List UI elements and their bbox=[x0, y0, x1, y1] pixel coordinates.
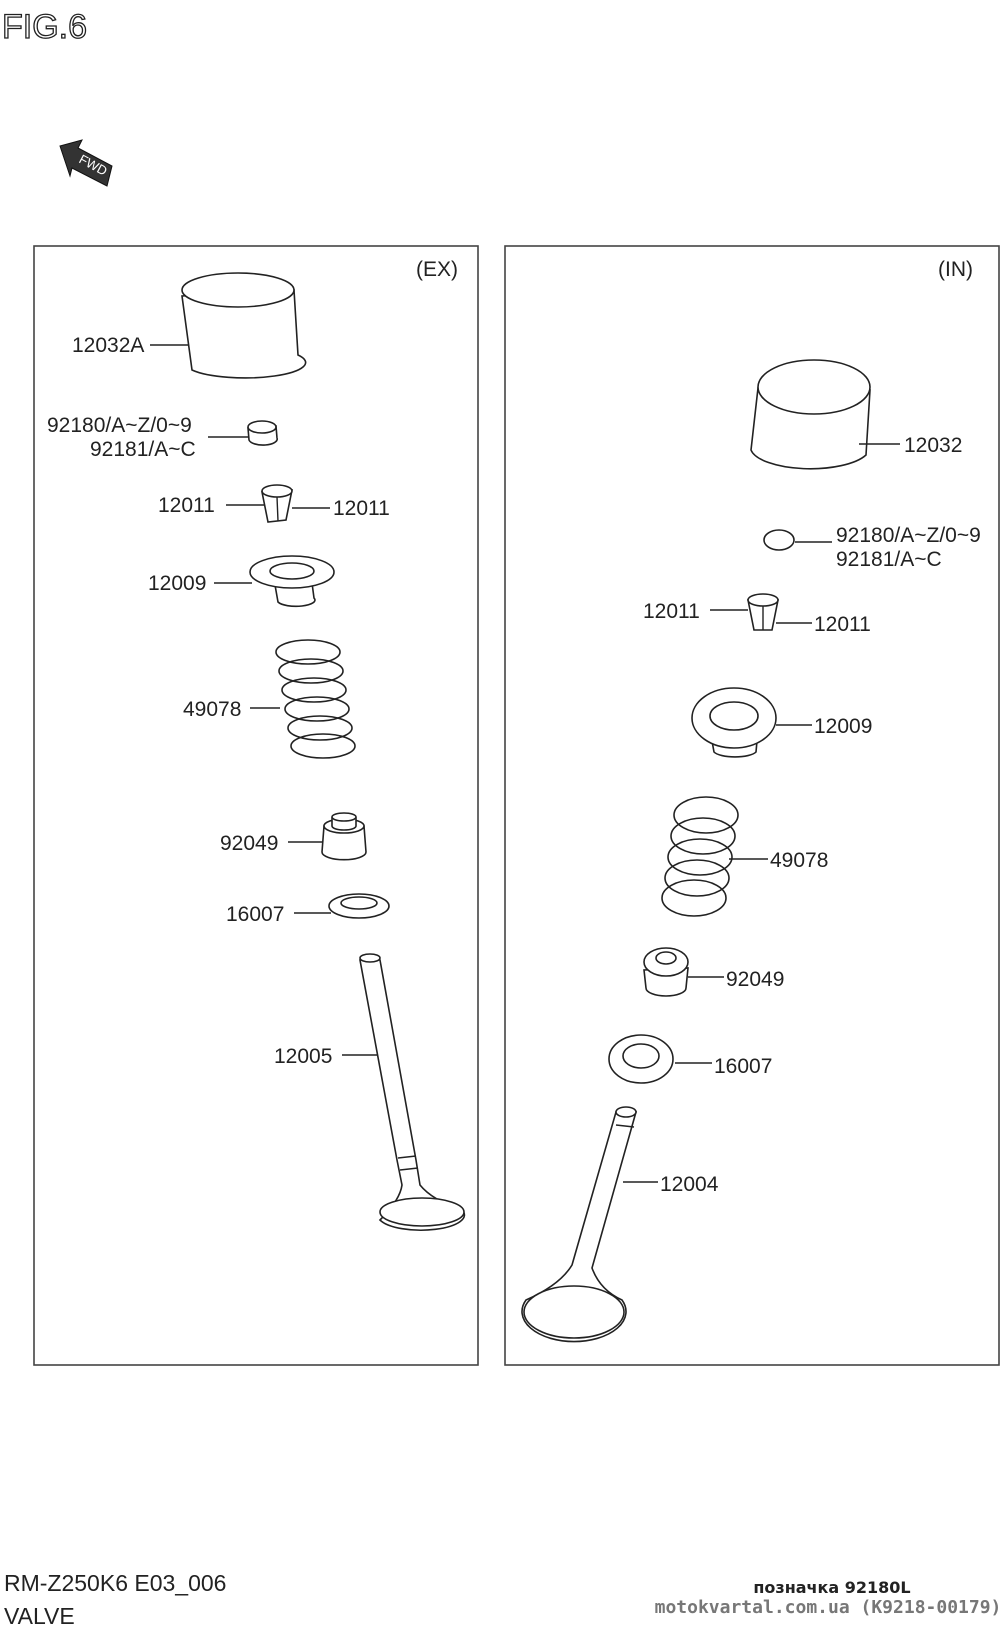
ex-cotter bbox=[261, 484, 293, 523]
ex-tappet bbox=[181, 272, 307, 379]
in-label-shim-a: 92180/A~Z/0~9 bbox=[836, 524, 981, 547]
in-valve bbox=[521, 1106, 638, 1343]
ex-label-seal: 92049 bbox=[220, 832, 278, 855]
in-cotter bbox=[747, 593, 779, 631]
part-note: позначка 92180L bbox=[753, 1578, 910, 1597]
ex-valve bbox=[359, 953, 466, 1231]
in-label-seal: 92049 bbox=[726, 968, 784, 991]
exhaust-panel bbox=[33, 245, 479, 1366]
in-label-shim-b: 92181/A~C bbox=[836, 548, 942, 571]
in-washer bbox=[608, 1034, 674, 1084]
ex-label-tappet: 12032A bbox=[72, 334, 144, 357]
in-tappet bbox=[750, 359, 871, 470]
ex-label-retainer: 12009 bbox=[148, 572, 206, 595]
in-retainer bbox=[691, 687, 777, 758]
ex-tag: (EX) bbox=[416, 258, 458, 281]
ex-label-shim-b: 92181/A~C bbox=[90, 438, 196, 461]
in-tag: (IN) bbox=[938, 258, 973, 281]
ex-shim bbox=[247, 420, 278, 446]
in-label-valve: 12004 bbox=[660, 1173, 719, 1196]
in-shim bbox=[763, 529, 795, 551]
diagram-title: VALVE bbox=[4, 1603, 75, 1629]
in-label-spring: 49078 bbox=[770, 849, 828, 872]
ex-retainer bbox=[249, 555, 335, 608]
ex-label-cotter-left: 12011 bbox=[158, 494, 215, 517]
in-label-cotter-right: 12011 bbox=[814, 613, 871, 636]
ex-spring bbox=[275, 639, 356, 759]
intake-panel bbox=[504, 245, 1000, 1366]
fwd-arrow-icon: FWD bbox=[59, 139, 113, 187]
ex-label-shim-a: 92180/A~Z/0~9 bbox=[47, 414, 192, 437]
ex-washer bbox=[328, 893, 390, 919]
in-label-cotter-left: 12011 bbox=[643, 600, 700, 623]
in-spring bbox=[661, 796, 739, 917]
in-label-washer: 16007 bbox=[714, 1055, 772, 1078]
figure-title: FIG.6 bbox=[2, 8, 87, 46]
in-label-tappet: 12032 bbox=[904, 434, 962, 457]
model-code: RM-Z250K6 E03_006 bbox=[4, 1570, 226, 1596]
source-watermark: motokvartal.com.ua (K9218-00179) bbox=[655, 1597, 1000, 1618]
ex-label-valve: 12005 bbox=[274, 1045, 332, 1068]
ex-valve-seal bbox=[321, 812, 367, 861]
in-valve-seal bbox=[643, 947, 689, 997]
ex-label-washer: 16007 bbox=[226, 903, 284, 926]
ex-label-spring: 49078 bbox=[183, 698, 241, 721]
ex-label-cotter-right: 12011 bbox=[333, 497, 390, 520]
in-label-retainer: 12009 bbox=[814, 715, 872, 738]
